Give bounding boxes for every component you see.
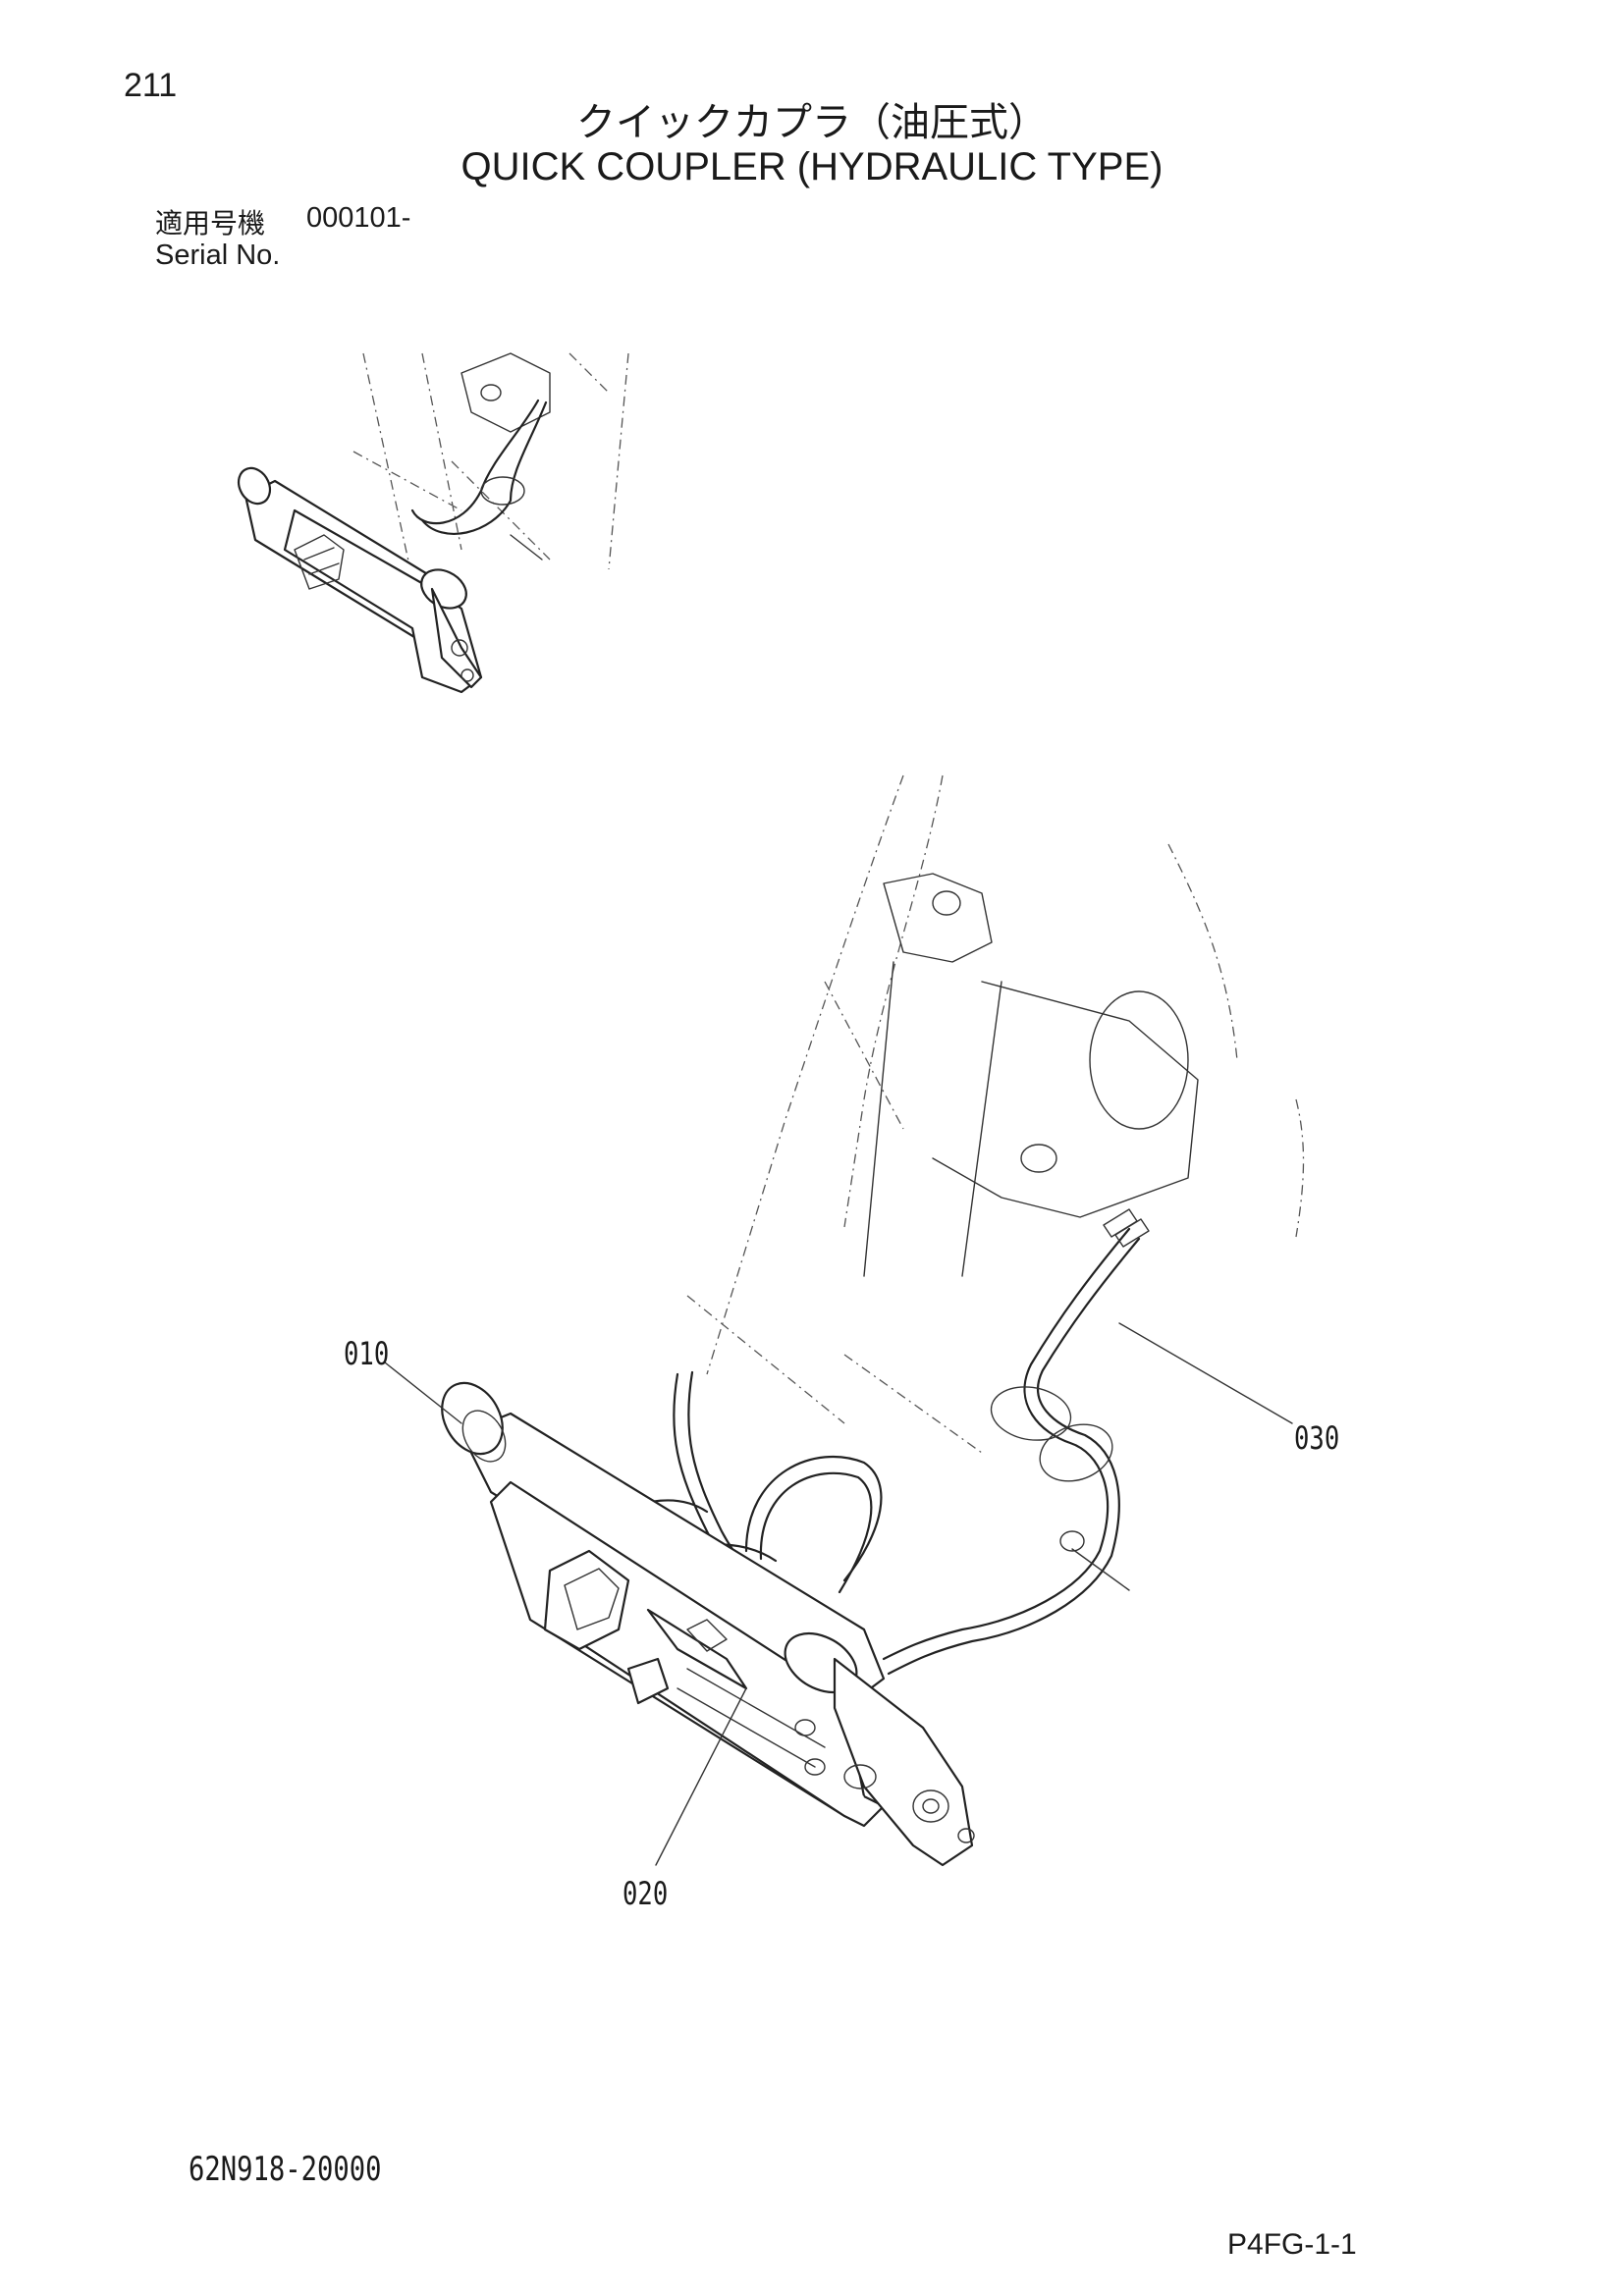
serial-label-english: Serial No.: [155, 240, 281, 271]
serial-label-japanese: 適用号機: [155, 207, 266, 240]
arm-phantom-outline: [686, 774, 1305, 1454]
overview-hoses: [410, 399, 548, 561]
overview-arm-outline: [352, 352, 629, 580]
callout-part-010: 010: [344, 1335, 390, 1372]
callout-part-020: 020: [623, 1875, 669, 1912]
page-title-japanese: クイックカプラ（油圧式）: [576, 100, 1048, 145]
page-number: 211: [124, 67, 178, 104]
drawing-number: 62N918-20000: [189, 2150, 382, 2189]
quick-coupler-body: [441, 1381, 975, 1867]
hydraulic-hoses: [626, 1208, 1150, 1676]
serial-number-value: 000101-: [306, 202, 411, 234]
overview-coupler-body: [237, 466, 483, 694]
leader-lines: [384, 1322, 1293, 1866]
page-code: P4FG-1-1: [1227, 2228, 1357, 2261]
callout-part-030: 030: [1294, 1419, 1340, 1457]
page-title-english: QUICK COUPLER (HYDRAULIC TYPE): [460, 145, 1164, 188]
